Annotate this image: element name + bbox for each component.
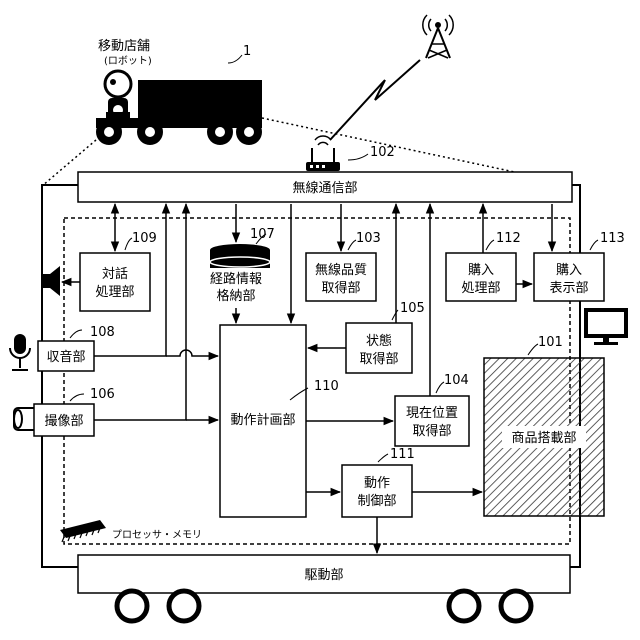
route-store-line2: 格納部 [216, 288, 255, 304]
drive-label: 駆動部 [304, 568, 343, 583]
monitor-icon [584, 308, 628, 345]
motion-plan-ref: 110 [314, 379, 339, 394]
sound-capture-ref: 108 [90, 325, 115, 340]
status-acq-line2: 取得部 [359, 351, 398, 367]
sound-capture-label: 収音部 [46, 349, 85, 365]
router-icon [306, 136, 340, 171]
robot-title: 移動店舗 [98, 39, 150, 54]
position-acq-line1: 現在位置 [406, 406, 458, 421]
purchase-proc-ref: 112 [496, 231, 521, 246]
camera-ref: 106 [90, 387, 115, 402]
mobile-store-robot-illustration [96, 71, 262, 145]
wireless-comm-ref: 102 [370, 145, 395, 160]
wireless-quality-line2: 取得部 [321, 280, 360, 296]
purchase-display-line1: 購入 [556, 263, 582, 278]
wheels [117, 591, 531, 621]
purchase-proc-line2: 処理部 [461, 281, 500, 296]
robot-subtitle: (ロボット) [104, 55, 152, 67]
motion-ctrl-line1: 動作 [364, 476, 390, 491]
position-acq-ref: 104 [444, 373, 469, 388]
motion-ctrl-line2: 制御部 [357, 494, 396, 509]
purchase-display-ref: 113 [600, 231, 625, 246]
dialogue-block [80, 253, 150, 311]
lightning-icon [330, 60, 420, 140]
wireless-quality-line1: 無線品質 [315, 262, 367, 278]
antenna-tower-icon [423, 15, 453, 58]
route-store-line1: 経路情報 [210, 271, 262, 287]
status-acq-line1: 状態 [366, 333, 392, 349]
robot-ref: 1 [243, 44, 251, 59]
goods-load-label: 商品搭載部 [511, 430, 576, 446]
chip-icon [60, 520, 106, 542]
dialogue-ref: 109 [132, 231, 157, 246]
position-acq-line2: 取得部 [412, 423, 451, 439]
speaker-icon [42, 266, 60, 296]
dialogue-line2: 処理部 [95, 285, 134, 300]
motion-plan-label: 動作計画部 [230, 412, 295, 428]
status-acq-ref: 105 [400, 301, 425, 316]
processor-memory-label: プロセッサ・メモリ [112, 529, 202, 541]
goods-load-ref: 101 [538, 335, 563, 350]
wireless-quality-ref: 103 [356, 231, 381, 246]
dialogue-line1: 対話 [102, 266, 128, 282]
camera-label: 撮像部 [44, 413, 83, 429]
microphone-icon [10, 334, 30, 370]
wireless-comm-label: 無線通信部 [292, 180, 357, 196]
motion-ctrl-block [342, 465, 412, 517]
route-store-ref: 107 [250, 227, 275, 242]
purchase-display-line2: 表示部 [549, 281, 588, 296]
purchase-proc-line1: 購入 [468, 263, 494, 278]
motion-ctrl-ref: 111 [390, 447, 415, 462]
